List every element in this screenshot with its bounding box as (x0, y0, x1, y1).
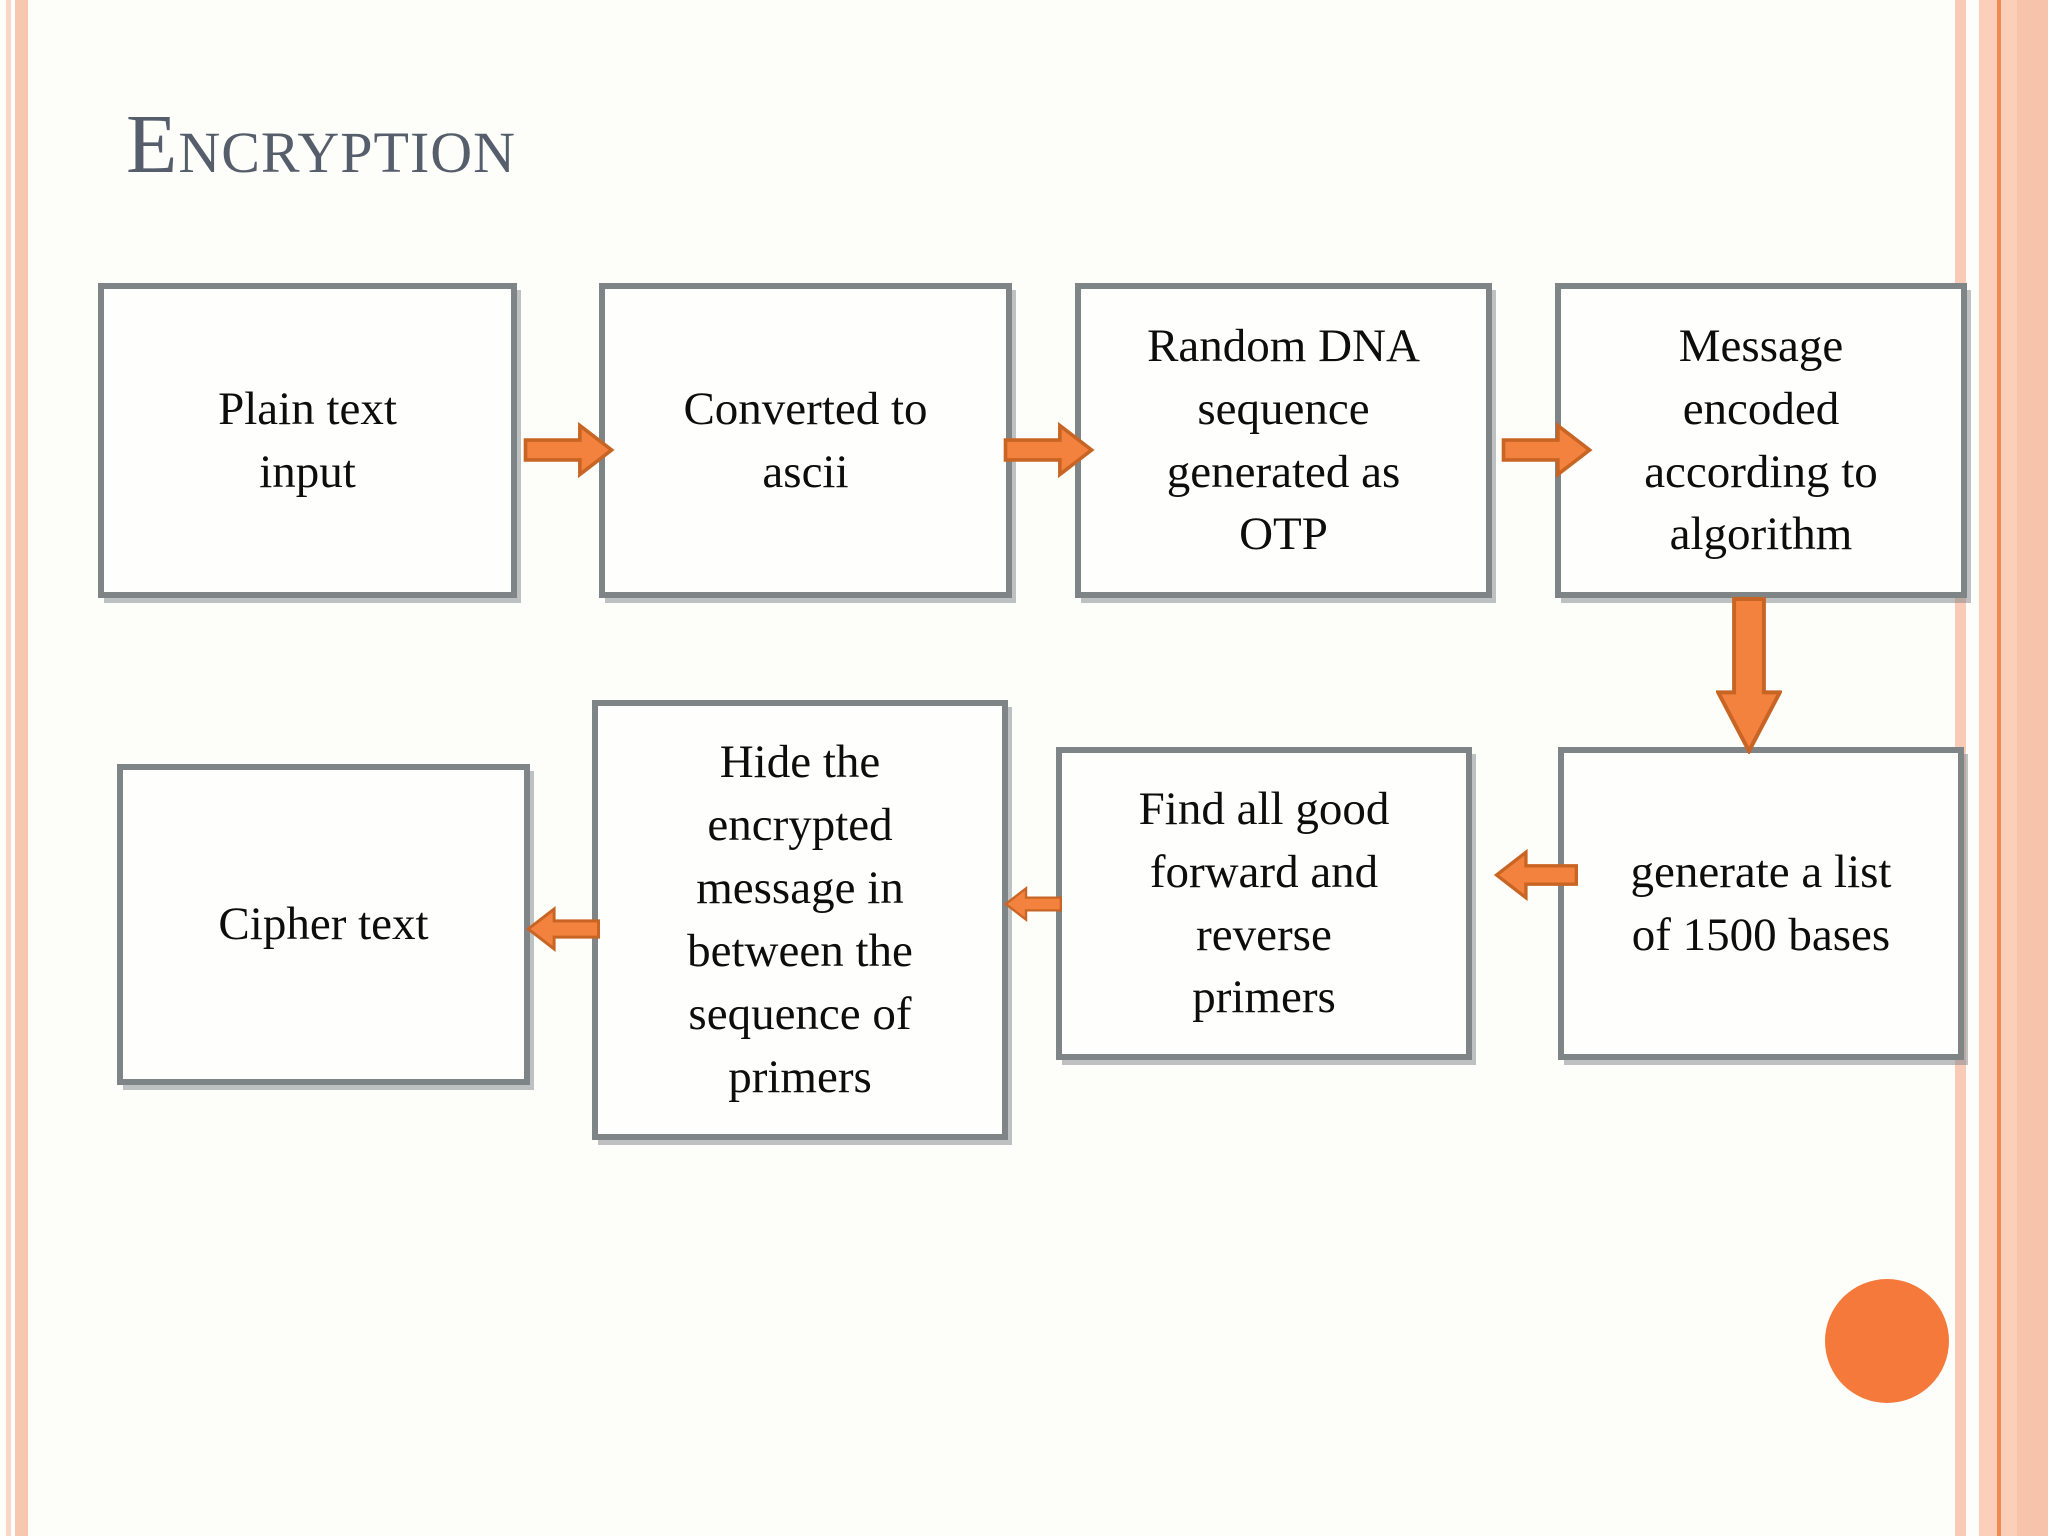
slide-title: ENCRYPTION (126, 98, 517, 191)
left-border-stripe-thin (6, 0, 11, 1536)
right-border-accent-line (1997, 0, 2001, 1536)
flow-box-label: Message encoded according to algorithm (1644, 319, 1878, 561)
flow-box-label: Random DNA sequence generated as OTP (1147, 319, 1420, 561)
flow-box-label: Converted to ascii (683, 382, 928, 498)
flow-box-label: Find all good forward and reverse primer… (1138, 782, 1390, 1024)
right-arrow-icon (1501, 421, 1593, 479)
flow-box-label: generate a list of 1500 bases (1630, 845, 1892, 961)
right-border-outer-band (2017, 0, 2048, 1536)
flow-box-label: Cipher text (218, 898, 429, 951)
right-arrow-icon (1003, 421, 1095, 479)
down-arrow-icon (1716, 597, 1782, 754)
flow-box-cipher-text: Cipher text (117, 764, 530, 1085)
flow-box-random-dna-otp: Random DNA sequence generated as OTP (1075, 283, 1492, 598)
left-arrow-icon (1004, 885, 1062, 923)
flow-box-hide-message: Hide the encrypted message in between th… (592, 700, 1008, 1140)
flow-box-plain-text-input: Plain text input (98, 283, 517, 598)
left-arrow-icon (526, 906, 600, 952)
flow-box-label: Hide the encrypted message in between th… (687, 736, 913, 1103)
flow-box-message-encoded: Message encoded according to algorithm (1555, 283, 1967, 598)
accent-circle (1825, 1279, 1949, 1403)
left-border-stripe-wide (15, 0, 28, 1536)
flow-box-converted-to-ascii: Converted to ascii (599, 283, 1012, 598)
flow-box-label: Plain text input (218, 382, 397, 498)
flow-box-generate-list: generate a list of 1500 bases (1558, 747, 1964, 1060)
right-arrow-icon (523, 421, 615, 479)
flow-box-find-primers: Find all good forward and reverse primer… (1056, 747, 1472, 1060)
left-arrow-icon (1494, 848, 1578, 902)
